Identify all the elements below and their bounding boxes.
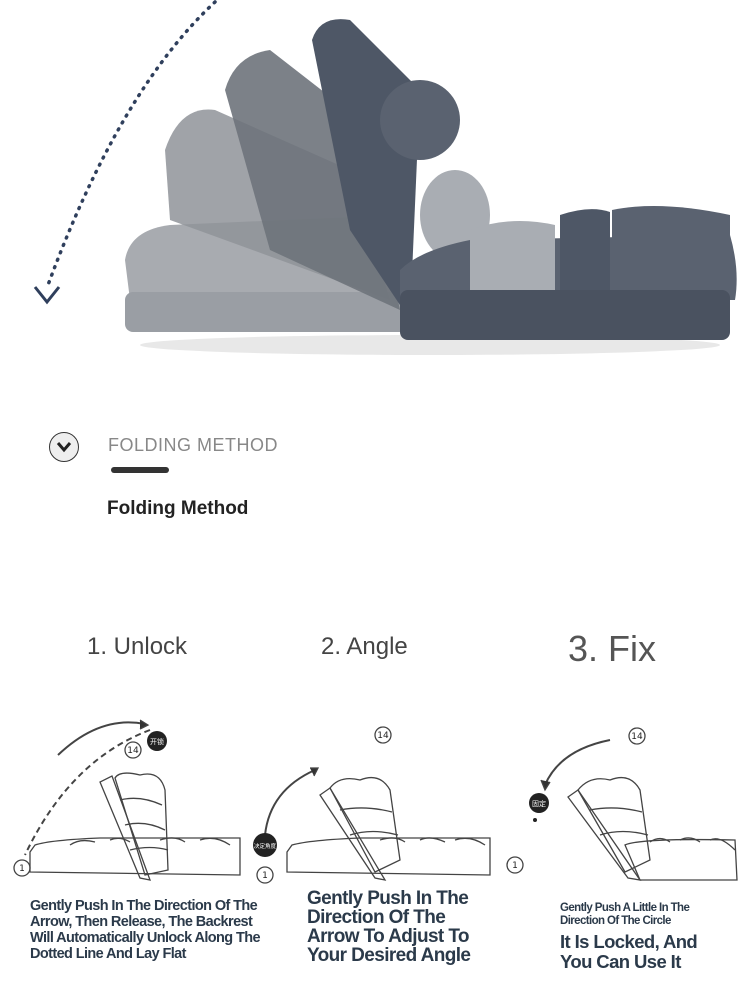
marker-14: 14 [631, 732, 643, 742]
marker-1: 1 [262, 871, 268, 881]
chevron-down-circle-icon[interactable] [49, 432, 79, 462]
section-underline [111, 467, 169, 473]
arrow-head-icon [33, 286, 61, 305]
step-3-title: 3. Fix [568, 628, 657, 669]
step-1-title: 1. Unlock [87, 633, 188, 660]
step-3-description-small: Gently Push A Little In The Direction Of… [560, 902, 690, 927]
marker-1: 1 [19, 864, 25, 874]
step-2-description: Gently Push In The Direction Of The Arro… [307, 888, 471, 966]
folding-sofa-photo [33, 0, 737, 355]
section-label: FOLDING METHOD [108, 435, 279, 455]
unlock-badge: 开锁 [150, 737, 164, 746]
folding-steps-diagram: 14 1 14 1 14 1 开锁 决定角度 固定 [13, 719, 738, 884]
angle-badge: 决定角度 [254, 842, 277, 850]
fix-badge: 固定 [532, 799, 546, 808]
section-subtitle: Folding Method [107, 498, 249, 519]
marker-14: 14 [127, 746, 139, 756]
marker-1: 1 [512, 861, 518, 871]
marker-14: 14 [377, 731, 389, 741]
step-3-description: It Is Locked, And You Can Use It [560, 931, 698, 973]
step-2-title: 2. Angle [321, 633, 408, 660]
step-1-description: Gently Push In The Direction Of The Arro… [30, 898, 261, 962]
dotted-arrow-path [46, 0, 217, 287]
